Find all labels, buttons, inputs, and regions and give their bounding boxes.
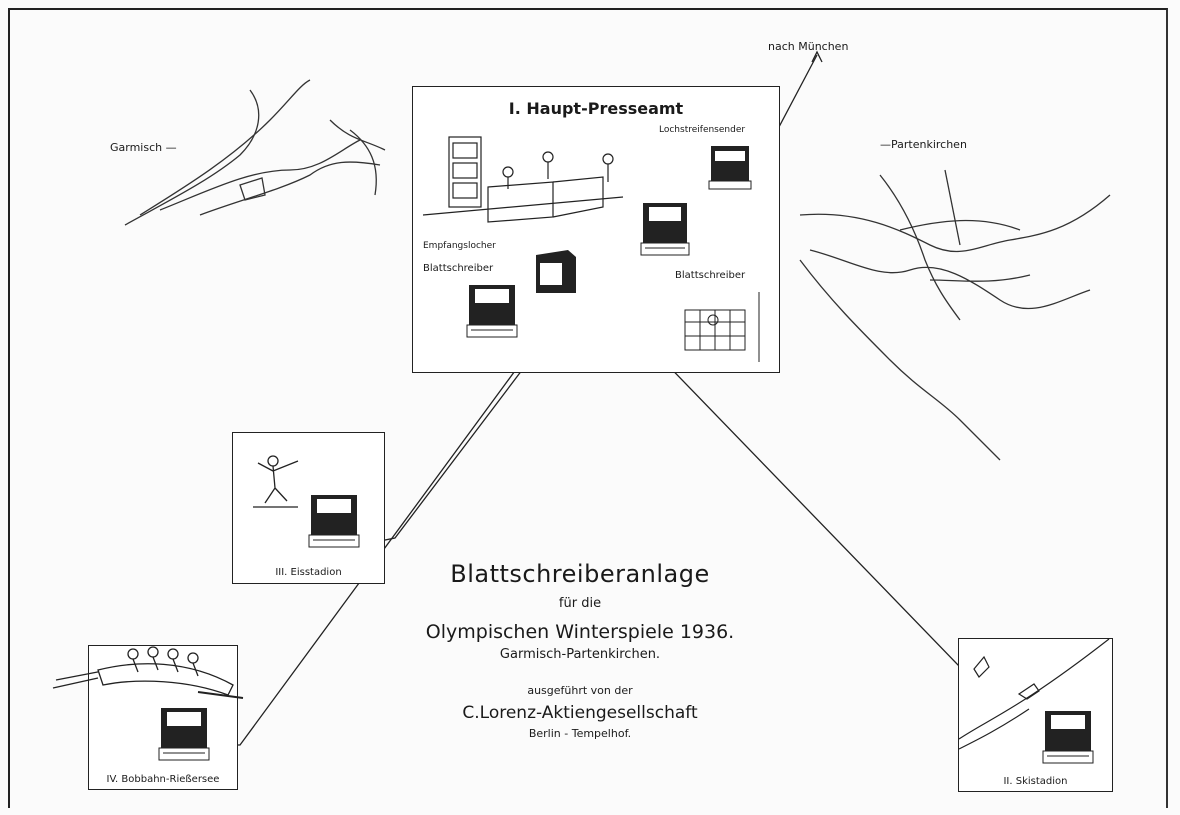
wire-munich-arrow xyxy=(811,50,823,63)
tape-sender-icon xyxy=(708,146,752,190)
ice-stadium-caption: III. Eisstadion xyxy=(275,567,342,578)
location-title: Garmisch-Partenkirchen. xyxy=(499,647,661,662)
teleprinter-right-label: Blattschreiber xyxy=(675,270,746,281)
munich-label: nach München xyxy=(768,40,849,53)
ski-teleprinter-icon xyxy=(1042,711,1094,764)
partenkirchen-label: —Partenkirchen xyxy=(880,138,967,151)
diagram-title: Blattschreiberanlage xyxy=(450,560,710,588)
garmisch-label: Garmisch — xyxy=(110,141,177,154)
ice-skater-icon xyxy=(253,455,299,508)
bob-teleprinter-icon xyxy=(158,708,210,761)
ice-teleprinter-icon xyxy=(308,495,360,548)
teleprinter-right-icon xyxy=(640,203,690,256)
partenkirchen-map xyxy=(799,169,1111,461)
sender-label: Lochstreifensender xyxy=(659,125,746,135)
company-name: C.Lorenz-Aktiengesellschaft xyxy=(462,703,698,723)
hq-title: I. Haupt-Presseamt xyxy=(508,99,684,118)
teleprinter-left-label: Blattschreiber xyxy=(423,263,494,274)
receiver-punch-icon xyxy=(536,250,576,293)
executed-by: ausgeführt von der xyxy=(527,684,633,697)
diagram-title-block: Blattschreiberanlage für die Olympischen… xyxy=(395,560,765,740)
company-city: Berlin - Tempelhof. xyxy=(528,727,632,740)
receiver-label: Empfangslocher xyxy=(423,241,496,251)
bobsled-caption: IV. Bobbahn-Rießersee xyxy=(106,774,220,785)
ice-stadium-box: III. Eisstadion xyxy=(232,432,385,584)
games-title: Olympischen Winterspiele 1936. xyxy=(425,621,735,643)
ski-jump-icon xyxy=(959,639,1110,750)
ski-stadium-caption: II. Skistadion xyxy=(1003,776,1068,787)
ski-stadium-box: II. Skistadion xyxy=(958,638,1113,792)
teleprinter-left-icon xyxy=(466,285,518,338)
hq-press-office-box: I. Haupt-Presseamt Lochstreifensender Em… xyxy=(412,86,780,373)
garmisch-map xyxy=(124,79,386,226)
diagram-frame xyxy=(8,8,1168,808)
diagram-subtitle: für die xyxy=(558,596,602,611)
operator-booth-icon xyxy=(684,292,760,362)
bobsled-icon xyxy=(52,646,244,699)
hq-illustration xyxy=(422,136,624,223)
